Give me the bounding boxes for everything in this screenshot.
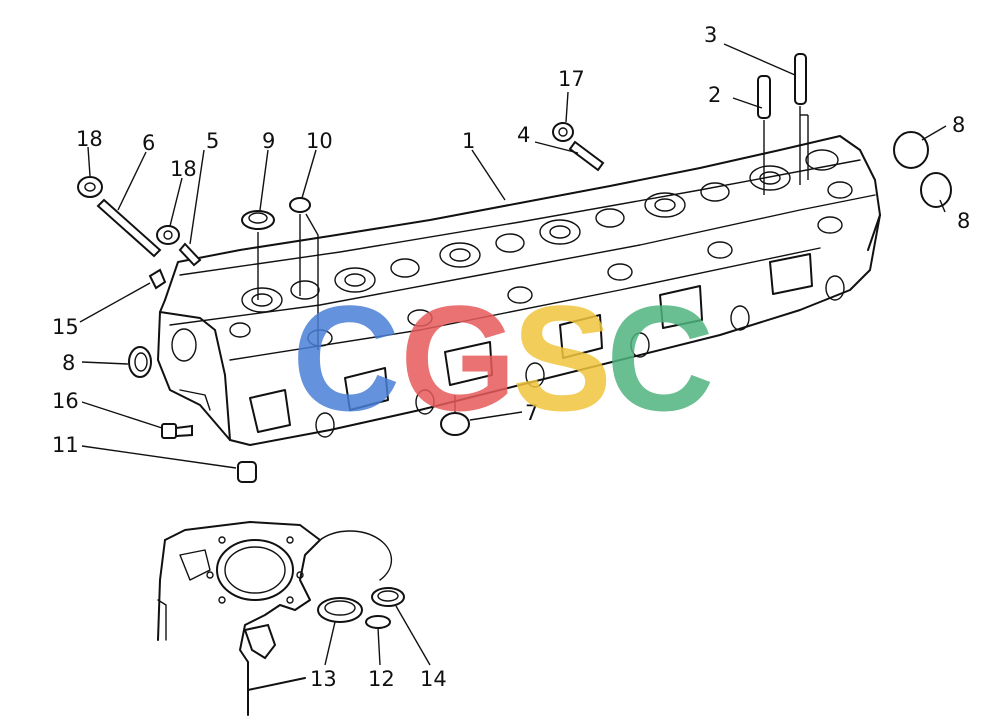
part-13-o-ring [317,597,363,623]
part-4-stud [568,140,605,172]
part-5-bolt [178,242,202,267]
part-9-seal [241,210,275,300]
callout-14: 14 [420,667,447,691]
part-17-nut [552,122,574,142]
callout-8-bottom: 8 [957,209,970,233]
part-8-plug-left [128,346,152,378]
part-16-bolt [161,423,193,439]
callout-12: 12 [368,667,395,691]
part-14-o-ring [371,587,405,607]
part-6-long-stud [96,198,162,258]
part-3-guide-tube [794,53,809,185]
head-gasket-inset [157,521,393,716]
part-11-plug [237,461,257,483]
callout-3: 3 [704,23,717,47]
part-7-plug [440,395,470,436]
callout-2: 2 [708,83,721,107]
watermark-letter-4: C [606,274,714,442]
callout-16: 16 [52,389,79,413]
callout-13: 13 [310,667,337,691]
watermark-letter-1: C [292,274,400,442]
watermark-logo: C G S C [292,274,714,442]
callout-17: 17 [558,67,585,91]
part-18-nut-b [156,225,180,245]
callout-15: 15 [52,315,79,339]
callout-6: 6 [142,131,155,155]
callout-1: 1 [462,129,475,153]
watermark-letter-2: G [400,274,517,442]
valve-seats [229,149,853,347]
callout-11: 11 [52,433,79,457]
callout-7: 7 [525,401,538,425]
callout-5: 5 [206,129,219,153]
callout-10: 10 [306,129,333,153]
callout-labels: 1 2 3 4 5 6 7 8 8 8 9 10 11 12 13 14 15 … [52,23,970,691]
part-8-plug-bottom [920,172,952,208]
exhaust-ports [249,253,845,438]
part-18-nut [77,176,103,198]
callout-18-left: 18 [76,127,103,151]
part-15-plug [148,268,167,290]
callout-18-right: 18 [170,157,197,181]
part-10-cap [289,197,319,350]
callout-8-left: 8 [62,351,75,375]
callout-8-top: 8 [952,113,965,137]
part-12-ring [365,615,391,629]
callout-9: 9 [262,129,275,153]
watermark-letter-3: S [512,274,612,442]
callout-4: 4 [517,123,530,147]
part-8-plug-top [893,131,929,169]
leader-lines [79,43,947,666]
